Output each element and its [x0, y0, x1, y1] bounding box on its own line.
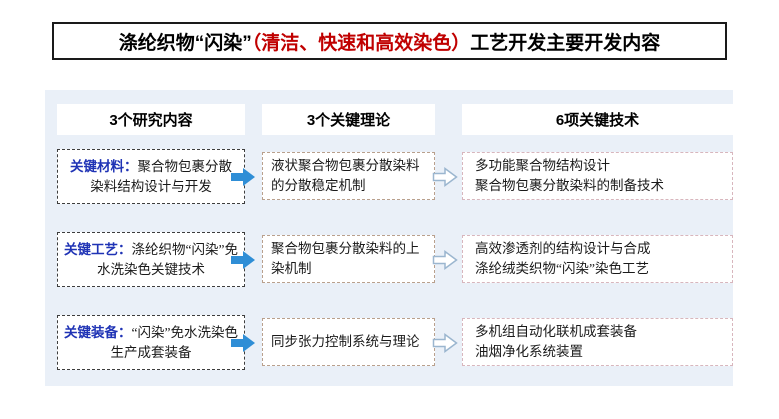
cell-key-technology-2: 高效渗透剂的结构设计与合成 涤纶绒类织物“闪染”染色工艺 — [462, 235, 733, 283]
cell-text-line-2: 涤纶绒类织物“闪染”染色工艺 — [475, 261, 649, 276]
cell-text-line-1: 多功能聚合物结构设计 — [475, 157, 610, 173]
arrow-right-outline-icon — [432, 332, 458, 354]
cell-body-text: 聚合物包裹分散染料结构设计与开发 — [90, 159, 232, 194]
title-part-1: 涤纶织物“闪染” — [118, 32, 252, 54]
cell-research-content-1: 关键材料：聚合物包裹分散染料结构设计与开发 — [57, 149, 245, 204]
cell-body-text: 涤纶织物“闪染”免水洗染色关键技术 — [97, 242, 238, 277]
arrow-right-outline-icon — [432, 249, 458, 271]
arrow-right-solid-icon — [230, 332, 256, 354]
cell-key-theory-2: 聚合物包裹分散染料的上染机制 — [262, 235, 435, 283]
arrow-right-solid-icon — [230, 166, 256, 188]
cell-key-theory-1: 液状聚合物包裹分散染料的分散稳定机制 — [262, 152, 435, 200]
cell-text: 关键工艺：涤纶织物“闪染”免水洗染色关键技术 — [64, 240, 238, 278]
page-title: 涤纶织物“闪染”（清洁、快速和高效染色）工艺开发主要开发内容 — [119, 28, 661, 55]
cell-research-content-2: 关键工艺：涤纶织物“闪染”免水洗染色关键技术 — [57, 232, 245, 287]
column-header-key-technology: 6项关键技术 — [462, 104, 733, 135]
title-highlight: （清洁、快速和高效染色） — [251, 32, 471, 54]
cell-body-text: “闪染”免水洗染色生产成套装备 — [110, 325, 238, 360]
cell-lead-label: 关键装备： — [64, 325, 132, 341]
column-header-label: 3个关键理论 — [306, 112, 391, 129]
cell-text-line-2: 聚合物包裹分散染料的制备技术 — [475, 178, 664, 193]
cell-research-content-3: 关键装备：“闪染”免水洗染色生产成套装备 — [57, 315, 245, 370]
cell-text-line-1: 高效渗透剂的结构设计与合成 — [475, 240, 651, 256]
cell-text-line-2: 油烟净化系统装置 — [475, 344, 583, 359]
cell-lead-label: 关键材料： — [70, 159, 138, 175]
cell-text: 聚合物包裹分散染料的上染机制 — [271, 241, 420, 276]
column-header-label: 6项关键技术 — [555, 112, 640, 129]
title-part-2: 工艺开发主要开发内容 — [470, 32, 661, 54]
column-header-key-theory: 3个关键理论 — [262, 104, 435, 135]
arrow-right-solid-icon — [230, 249, 256, 271]
cell-text: 液状聚合物包裹分散染料的分散稳定机制 — [271, 158, 420, 193]
cell-lead-label: 关键工艺： — [64, 242, 132, 258]
column-header-label: 3个研究内容 — [109, 112, 193, 129]
cell-text-line-1: 多机组自动化联机成套装备 — [475, 323, 637, 339]
cell-text: 同步张力控制系统与理论 — [271, 334, 420, 350]
arrow-right-outline-icon — [432, 166, 458, 188]
cell-key-theory-3: 同步张力控制系统与理论 — [262, 318, 435, 366]
diagram-panel: 3个研究内容 3个关键理论 6项关键技术 关键材料：聚合物包裹分散染料结构设计与… — [45, 90, 733, 386]
cell-text: 关键装备：“闪染”免水洗染色生产成套装备 — [64, 323, 238, 361]
diagram-title-box: 涤纶织物“闪染”（清洁、快速和高效染色）工艺开发主要开发内容 — [52, 22, 727, 60]
column-header-research-content: 3个研究内容 — [57, 104, 245, 135]
cell-key-technology-3: 多机组自动化联机成套装备 油烟净化系统装置 — [462, 318, 733, 366]
cell-text: 关键材料：聚合物包裹分散染料结构设计与开发 — [64, 157, 238, 195]
cell-key-technology-1: 多功能聚合物结构设计 聚合物包裹分散染料的制备技术 — [462, 152, 733, 200]
